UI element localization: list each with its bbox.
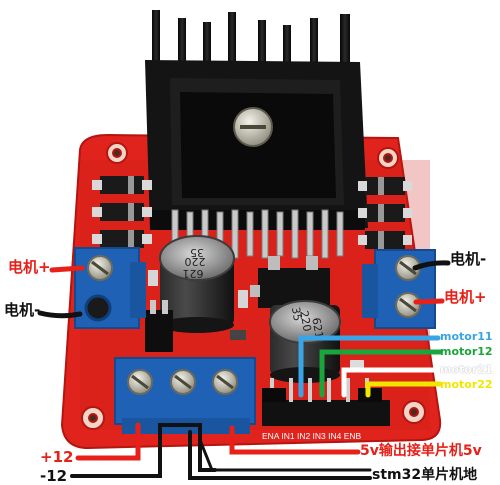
label-motor-b-minus: 电机-: [450, 250, 487, 268]
heatsink-screw: [233, 107, 273, 147]
wire-gnd-2: [198, 438, 372, 472]
jumper-5v: [145, 300, 173, 352]
cap-left-unit: 220: [185, 255, 206, 268]
label-stm32-gnd: stm32单片机地: [372, 467, 478, 483]
wire-minus12: [70, 423, 217, 478]
annotation-wires: [37, 260, 451, 480]
label-motor21: motor21: [440, 363, 493, 376]
wire-motor11: [298, 335, 441, 398]
cap-right-unit: 220: [297, 310, 313, 333]
wire-motor21: [341, 367, 443, 398]
smd-parts: [148, 270, 364, 370]
wire-gnd: [188, 430, 372, 480]
diodes-left: [92, 176, 152, 248]
diodes-right: [358, 177, 412, 249]
capacitor-right: 35 220 621: [269, 300, 341, 383]
terminal-right: [362, 249, 436, 329]
cap-right-code: 35: [289, 306, 304, 322]
wire-motor-a-plus: [49, 265, 85, 273]
wire-5v: [229, 425, 361, 455]
cap-left-batch: 621: [183, 267, 204, 280]
cap-left-code: 35: [190, 246, 204, 259]
silkscreen-pin-labels: ENA IN1 IN2 IN3 IN4 ENB: [262, 431, 362, 441]
wire-plus12: [75, 422, 141, 461]
label-motor22: motor22: [440, 378, 493, 391]
capacitor-left: 35 220 621: [159, 235, 235, 333]
terminal-left: [74, 247, 146, 329]
label-motor-a-minus: 电机-: [4, 301, 41, 319]
label-motor11: motor11: [440, 330, 493, 343]
label-minus12: -12: [40, 467, 68, 485]
label-motor12: motor12: [440, 345, 493, 358]
label-motor-b-plus: 电机+: [444, 288, 487, 306]
terminal-power: [114, 357, 256, 434]
wire-motor22: [365, 381, 443, 398]
wire-motor-b-minus: [412, 260, 451, 271]
label-5v-output: 5v输出接单片机5v: [360, 443, 482, 459]
wire-motor-a-minus: [37, 310, 83, 319]
mounting-holes: [81, 142, 426, 430]
label-plus12: +12: [40, 448, 74, 466]
chip-pins: [171, 209, 344, 259]
label-motor-a-plus: 电机+: [8, 258, 51, 276]
cap-right-batch: 621: [309, 317, 325, 340]
wire-motor12: [319, 349, 443, 398]
wire-motor-b-plus: [413, 298, 445, 305]
